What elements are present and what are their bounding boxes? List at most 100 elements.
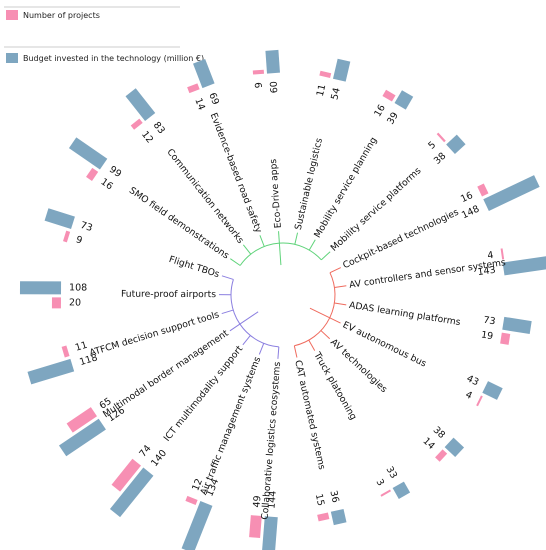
- bar-budget: [68, 137, 108, 170]
- bar-projects: [51, 297, 61, 309]
- category-label: Air traffic management systems: [198, 355, 263, 497]
- leaf-line: [334, 285, 347, 289]
- legend-swatch-budget: [6, 53, 18, 63]
- value-label-projects: 16: [459, 190, 475, 205]
- category-label: Sustainable logistics: [293, 137, 325, 231]
- value-label-budget: 43: [465, 373, 481, 388]
- bar-projects: [477, 183, 489, 197]
- value-label-budget: 148: [460, 204, 481, 222]
- bar-projects: [500, 332, 511, 345]
- value-label-projects: 16: [99, 176, 115, 192]
- bar-projects: [61, 345, 70, 358]
- value-label-projects: 20: [69, 297, 81, 308]
- leaf-line: [293, 345, 298, 358]
- branch-arc-red: [294, 272, 336, 347]
- bar-budget: [330, 508, 347, 526]
- branch-stem-red: [309, 307, 330, 319]
- bar-budget: [125, 88, 156, 122]
- category-label: ADAS learning platforms: [348, 300, 461, 328]
- leaf-line: [320, 330, 331, 340]
- leaf-line: [229, 323, 241, 332]
- bar-projects: [66, 407, 97, 433]
- value-label-budget: 144: [266, 490, 278, 509]
- leaf-line: [277, 346, 280, 359]
- bar-projects: [187, 83, 200, 94]
- leaf-line: [259, 235, 265, 247]
- leaf-line: [278, 231, 280, 244]
- value-label-projects: 4: [464, 389, 474, 402]
- bar-budget: [262, 516, 278, 550]
- value-label-projects: 4: [487, 250, 495, 262]
- value-label-budget: 118: [78, 352, 99, 368]
- value-label-budget: 143: [477, 265, 497, 278]
- value-label-budget: 73: [79, 220, 94, 234]
- leaf-line: [308, 239, 316, 251]
- value-label-projects: 19: [480, 330, 494, 343]
- bar-budget: [332, 58, 351, 82]
- bar-projects: [185, 495, 198, 505]
- bar-projects: [319, 70, 332, 79]
- category-label: Flight TBOs: [167, 254, 220, 280]
- bar-projects: [382, 89, 396, 102]
- bar-budget: [392, 481, 411, 499]
- legend: Number of projects Budget invested in th…: [4, 6, 204, 63]
- value-label-budget: 69: [206, 91, 221, 106]
- bar-projects: [249, 515, 262, 538]
- leaf-line: [230, 258, 241, 266]
- bar-projects: [86, 167, 99, 181]
- value-label-projects: 74: [137, 443, 153, 459]
- bar-projects: [380, 489, 391, 497]
- value-label-projects: 16: [372, 103, 388, 119]
- bar-projects: [500, 248, 505, 260]
- bar-budget: [19, 281, 62, 295]
- category-label: Eco-Drive apps: [268, 158, 284, 228]
- bar-projects: [476, 395, 483, 407]
- bar-projects: [62, 230, 71, 243]
- bar-projects: [130, 118, 143, 130]
- category-label: Future-proof airports: [121, 289, 216, 300]
- bar-projects: [252, 69, 265, 75]
- leaf-line: [258, 343, 265, 355]
- value-label-budget: 54: [329, 87, 342, 101]
- branch-stem-blue: [239, 311, 259, 325]
- bar-ring: [19, 49, 546, 550]
- leaf-line: [308, 339, 316, 351]
- category-label: SMO field demonstrations: [127, 185, 231, 262]
- bar-budget: [58, 418, 106, 457]
- value-label-projects: 12: [190, 477, 205, 492]
- bar-budget: [265, 49, 280, 74]
- value-label-budget: 60: [269, 81, 281, 94]
- value-label-projects: 11: [315, 83, 328, 97]
- value-label-projects: 3: [373, 477, 386, 488]
- leaf-line: [221, 309, 234, 315]
- leaf-line: [334, 302, 347, 306]
- bar-budget: [502, 256, 546, 276]
- bar-budget: [181, 501, 213, 550]
- dendrogram: [218, 231, 347, 359]
- bar-budget: [193, 58, 215, 89]
- leaf-line: [320, 251, 331, 261]
- bar-budget: [394, 90, 414, 110]
- value-label-projects: 15: [313, 493, 326, 507]
- bar-budget: [109, 467, 154, 518]
- value-label-budget: 39: [385, 110, 401, 126]
- bar-projects: [436, 132, 446, 143]
- bar-projects: [435, 449, 448, 462]
- value-label-projects: 9: [254, 82, 265, 89]
- value-label-projects: 11: [74, 340, 89, 354]
- leaf-line: [329, 267, 342, 274]
- bar-budget: [444, 437, 465, 458]
- legend-label-budget: Budget invested in the technology (milli…: [23, 54, 204, 63]
- value-label-projects: 5: [426, 140, 438, 152]
- branch-arc-blue: [230, 279, 279, 348]
- branch-stem-green: [278, 243, 282, 266]
- bar-budget: [482, 381, 503, 400]
- legend-label-projects: Number of projects: [23, 11, 100, 20]
- category-label: CAT automated systems: [292, 359, 327, 471]
- value-label-budget: 38: [431, 425, 447, 441]
- bar-budget: [502, 316, 532, 334]
- bar-budget: [44, 208, 75, 229]
- value-label-budget: 33: [384, 465, 400, 481]
- bar-projects: [317, 512, 330, 522]
